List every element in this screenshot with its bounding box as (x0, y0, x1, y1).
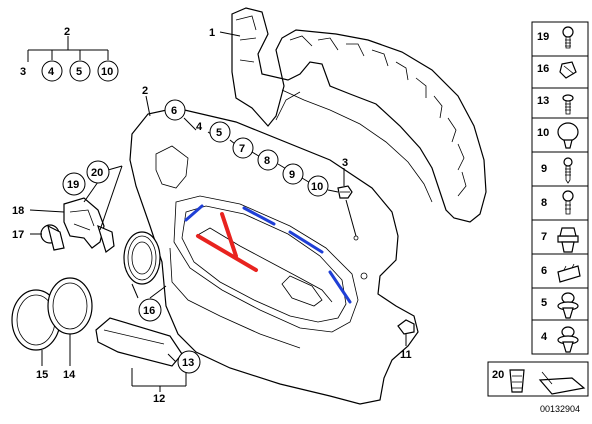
callout-11: 11 (400, 349, 412, 361)
callout-10-top: 10 (101, 66, 113, 78)
callout-15: 15 (36, 369, 48, 381)
callout-17: 17 (12, 229, 24, 241)
legend-label: 20 (492, 369, 504, 381)
legend-label: 9 (541, 163, 547, 175)
expanding-nut-icon (509, 369, 525, 393)
expanding-rivet-icon (557, 227, 579, 253)
blue-highlight-stroke (328, 270, 352, 304)
callout-4: 4 (196, 121, 203, 133)
callout-circle (257, 149, 279, 171)
callout-3-top: 3 (20, 66, 26, 78)
callout-10: 10 (311, 181, 323, 193)
blue-highlight-stroke (184, 204, 204, 222)
legend-label: 19 (537, 31, 549, 43)
legend-label: 4 (541, 331, 548, 343)
clip-part-3 (337, 185, 353, 199)
callout-14: 14 (63, 369, 76, 381)
callout-circle (177, 350, 201, 374)
door-trim-panel (129, 107, 419, 405)
callout-18: 18 (12, 205, 24, 217)
push-rivet-icon (557, 326, 579, 353)
callout-2-mid: 2 (142, 85, 148, 97)
callout-circle (97, 60, 119, 82)
red-highlight-stroke (196, 234, 258, 272)
callout-5: 5 (216, 127, 222, 139)
knob-part-17 (40, 224, 65, 251)
callout-1: 1 (209, 27, 215, 39)
callout-9: 9 (289, 169, 295, 181)
speaker-ring-part-16 (123, 231, 161, 285)
callout-19: 19 (67, 179, 79, 191)
callout-8: 8 (264, 155, 270, 167)
spring-clip-icon (557, 263, 581, 283)
callouts: 2 3 4 5 10 1 2 6 4 5 7 8 9 10 3 20 19 18… (12, 26, 412, 405)
push-rivet-icon (557, 292, 579, 319)
callout-13: 13 (182, 357, 194, 369)
callout-circle (41, 60, 63, 82)
callout-20: 20 (91, 167, 103, 179)
legend-label: 6 (541, 265, 547, 277)
door-carrier-part (231, 7, 487, 223)
callout-16: 16 (143, 305, 155, 317)
fastener-legend: 19 16 13 10 9 8 7 6 5 4 (487, 21, 589, 397)
callout-12: 12 (153, 393, 165, 405)
callout-3: 3 (342, 157, 348, 169)
self-tapping-screw-icon (563, 157, 573, 184)
callout-5-top: 5 (76, 66, 82, 78)
blue-highlight-stroke (288, 230, 324, 254)
clip-nut-icon (559, 61, 577, 79)
legend-label: 16 (537, 63, 549, 75)
callout-2-top: 2 (64, 26, 70, 38)
figure-id: 00132904 (540, 404, 580, 414)
screw-icon (562, 190, 574, 215)
callout-circle (62, 172, 86, 196)
pad-icon (538, 371, 586, 395)
callout-circle (209, 121, 231, 143)
callout-4-top: 4 (48, 66, 55, 78)
bolt-icon (562, 94, 574, 115)
red-highlight-stroke (220, 212, 238, 258)
handle-pad-part-12 (95, 317, 183, 367)
callout-circle (164, 99, 186, 121)
callout-6: 6 (171, 105, 177, 117)
callout-circle (282, 163, 304, 185)
blue-highlight-stroke (242, 206, 276, 226)
callout-circle (138, 298, 162, 322)
round-plug-icon (557, 122, 579, 149)
callout-circle (307, 175, 329, 197)
callout-circle (69, 60, 91, 82)
plug-part-11 (397, 319, 415, 335)
legend-label: 5 (541, 297, 547, 309)
screw-icon (562, 26, 574, 49)
callout-circle (86, 160, 110, 184)
legend-label: 7 (541, 231, 547, 243)
legend-label: 13 (537, 95, 549, 107)
legend-label: 8 (541, 197, 547, 209)
callout-7: 7 (239, 143, 245, 155)
speaker-bracket-part-18 (63, 197, 115, 253)
ring-part-14 (47, 277, 93, 335)
legend-label: 10 (537, 127, 549, 139)
callout-circle (232, 137, 254, 159)
